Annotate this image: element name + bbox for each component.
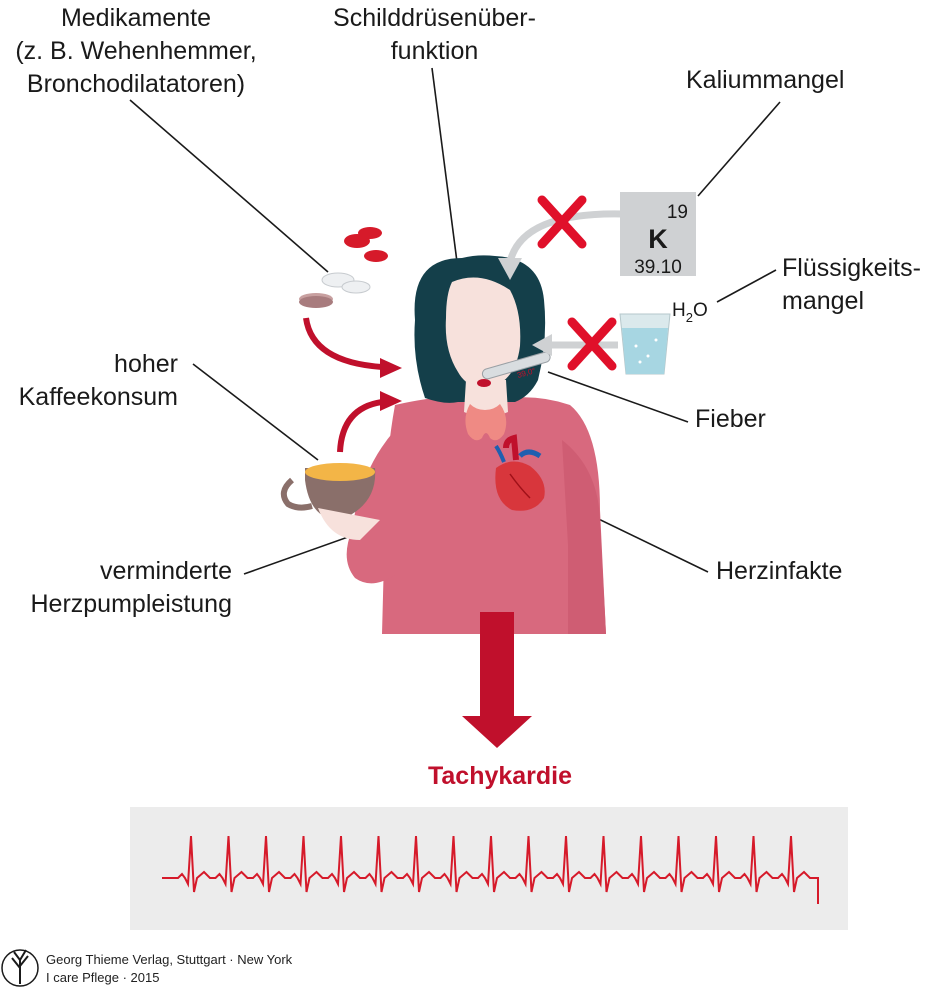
publisher-logo — [1, 949, 39, 987]
cross-fluessigkeit — [567, 317, 617, 371]
label-fieber: Fieber — [695, 405, 766, 433]
result-title: Tachykardie — [427, 762, 573, 790]
pills — [299, 227, 388, 308]
shirt — [382, 397, 606, 634]
face — [445, 277, 521, 389]
ecg-panel — [130, 807, 848, 930]
label-schilddruese-line-1: Schilddrüsenüber- — [333, 4, 536, 32]
mouth — [477, 379, 491, 387]
grey-arrows — [498, 210, 623, 356]
ecg-trace — [162, 835, 819, 904]
element-mass: 39.10 — [634, 257, 682, 278]
water-glass — [619, 313, 671, 375]
arrow-kaffee — [337, 399, 383, 453]
red-arrows — [303, 317, 402, 453]
leader-line-kaffee — [192, 363, 319, 461]
leader-line-medikamente — [129, 99, 329, 273]
leader-line-h2o — [716, 269, 777, 303]
element-symbol: K — [648, 224, 668, 254]
credit-line-1: Georg Thieme Verlag, Stuttgart · New Yor… — [46, 952, 293, 967]
label-medikamente-line-1: Medikamente — [60, 4, 212, 32]
heart — [494, 434, 545, 511]
label-kaffee-line-2: Kaffeekonsum — [18, 383, 178, 411]
publisher-credit: Georg Thieme Verlag, Stuttgart · New Yor… — [46, 951, 292, 987]
label-kaliummangel: Kaliummangel — [686, 66, 845, 94]
label-kaffee-line-1: hoher — [114, 350, 178, 378]
label-schilddruese-line-2: funktion — [390, 37, 479, 65]
element-number: 19 — [667, 202, 688, 223]
label-medikamente-line-3: Bronchodilatatoren) — [26, 70, 246, 98]
label-herzpumpleistung: verminderte Herzpumpleistung — [0, 555, 233, 621]
coffee-cup — [280, 463, 380, 540]
inhibition-crosses — [537, 195, 617, 371]
label-herzpump-line-2: Herzpumpleistung — [30, 590, 233, 618]
arrow-kalium — [506, 210, 623, 263]
label-medikamente: Medikamente (z. B. Wehenhemmer, Bronchod… — [0, 2, 272, 101]
h2o-formula: H2O — [672, 300, 708, 325]
leader-line-fieber — [547, 371, 689, 423]
person: 39,0° — [346, 255, 606, 634]
credit-line-2: I care Pflege · 2015 — [46, 970, 160, 985]
label-herzinfakte: Herzinfakte — [716, 557, 843, 585]
label-herzpump-line-1: verminderte — [100, 557, 232, 585]
label-fluessigkeitsmangel: Flüssigkeits- mangel — [782, 252, 921, 318]
right-arm — [562, 440, 606, 634]
label-fluessigkeit-line-1: Flüssigkeits- — [782, 254, 921, 282]
left-arm — [346, 430, 395, 584]
cross-kalium — [537, 195, 587, 249]
arrow-medikamente — [303, 317, 383, 370]
potassium-element-tile: 19 K 39.10 — [620, 192, 696, 278]
label-fluessigkeit-line-2: mangel — [782, 287, 864, 315]
label-kaffeekonsum: hoher Kaffeekonsum — [0, 348, 178, 414]
leader-line-kalium — [697, 101, 781, 197]
label-schilddruese: Schilddrüsenüber- funktion — [312, 2, 557, 68]
result-arrow — [462, 612, 532, 748]
label-medikamente-line-2: (z. B. Wehenhemmer, — [15, 37, 257, 65]
thyroid — [465, 404, 507, 441]
